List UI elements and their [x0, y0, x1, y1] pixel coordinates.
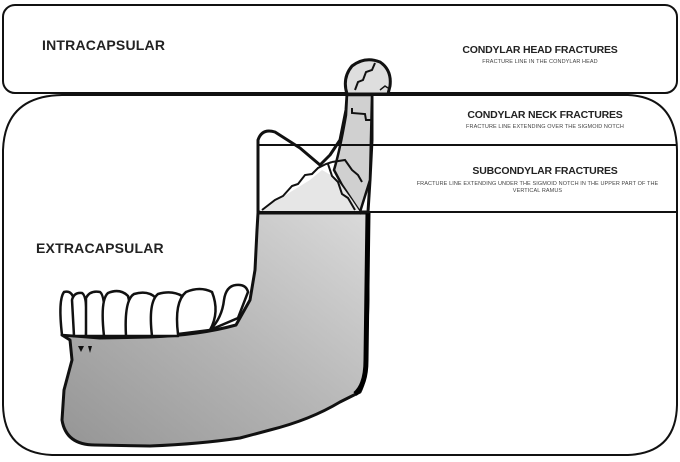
subcondylar-fracture-line: [261, 161, 333, 211]
condylar-head-icon: [343, 58, 392, 96]
subcondylar-description: FRACTURE LINE EXTENDING UNDER THE SIGMOI…: [416, 181, 659, 194]
mandible-body-icon: [60, 211, 370, 448]
extracapsular-label: EXTRACAPSULAR: [36, 240, 164, 256]
condylar-head-description: FRACTURE LINE IN THE CONDYLAR HEAD: [482, 59, 598, 65]
intracapsular-region-border: [2, 4, 678, 94]
root-marks: [78, 346, 92, 353]
ramus-border: [353, 211, 371, 396]
teeth-icon: [59, 283, 250, 338]
condylar-head-title: CONDYLAR HEAD FRACTURES: [462, 44, 618, 56]
condylar-neck-title: CONDYLAR NECK FRACTURES: [467, 109, 623, 121]
intracapsular-label: INTRACAPSULAR: [42, 37, 166, 53]
neck-fracture-line: [351, 108, 372, 121]
head-fracture-line: [354, 62, 376, 91]
condylar-neck-description: FRACTURE LINE EXTENDING OVER THE SIGMOID…: [466, 124, 624, 130]
subcondylar-title: SUBCONDYLAR FRACTURES: [472, 165, 618, 177]
